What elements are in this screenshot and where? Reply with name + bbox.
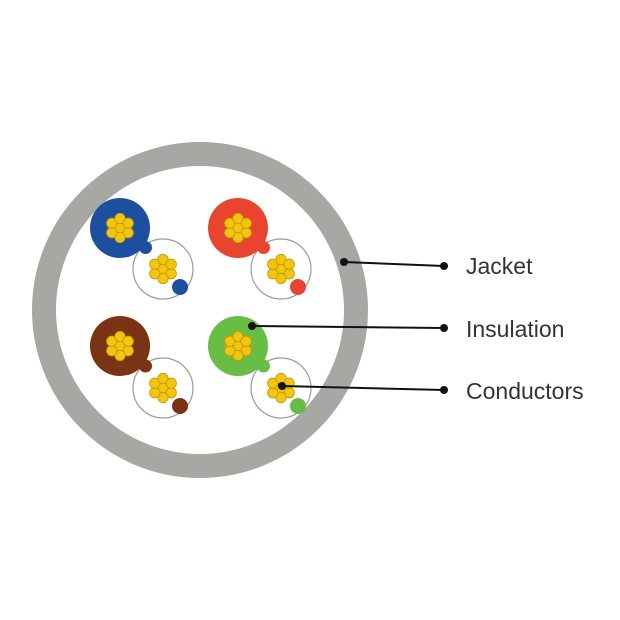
green-pair-colored-conductor-strand	[232, 349, 244, 362]
conductors-leader-dot-end	[440, 386, 448, 394]
brown-pair-colored-conductor-strand	[106, 335, 118, 347]
green-pair-white-conductor-strand	[267, 387, 279, 399]
orange-pair-white-conductor-strand	[267, 258, 279, 270]
orange-pair-stripe-dot	[290, 279, 306, 295]
brown-pair-white-conductor-strand	[157, 372, 169, 385]
blue-pair-white-conductor-strand	[149, 268, 161, 280]
jacket-leader-line	[343, 261, 445, 267]
callout-insulation: Insulation	[248, 316, 564, 342]
orange-pair	[208, 198, 312, 300]
callout-conductors: Conductors	[278, 378, 584, 404]
blue-pair-white-conductor-strand	[157, 272, 169, 285]
orange-pair-white-conductor-strand	[275, 253, 287, 266]
brown-pair-white-conductor-strand	[149, 387, 161, 399]
orange-pair-colored-conductor-strand	[224, 227, 236, 239]
insulation-label: Insulation	[466, 316, 564, 342]
green-pair-white-conductor-strand	[275, 391, 287, 404]
jacket-leader-dot-end	[440, 262, 448, 270]
green-pair-white-conductor-strand	[267, 377, 279, 389]
blue-pair-white-conductor-strand	[165, 258, 177, 270]
conductors-label: Conductors	[466, 378, 584, 404]
green-pair-colored-conductor-strand	[232, 330, 244, 343]
brown-pair-colored-conductor-strand	[106, 345, 118, 357]
blue-pair-colored-conductor-strand	[114, 212, 126, 225]
green-pair-colored-conductor-strand	[224, 345, 236, 357]
jacket-label: Jacket	[466, 253, 533, 279]
brown-pair-stripe-dot	[172, 398, 188, 414]
jacket-leader-dot-start	[340, 258, 348, 266]
brown-pair-white-conductor-strand	[149, 377, 161, 389]
insulation-leader-dot-end	[440, 324, 448, 332]
brown-pair-white-conductor-strand	[157, 391, 169, 404]
blue-pair-colored-conductor-strand	[114, 231, 126, 244]
orange-pair-colored-conductor-strand	[224, 217, 236, 229]
blue-pair-colored-conductor-strand	[106, 227, 118, 239]
twisted-pairs	[90, 198, 312, 419]
green-pair-colored-conductor-strand	[240, 335, 252, 347]
green-pair	[208, 316, 312, 419]
orange-pair-colored-conductor-strand	[232, 212, 244, 225]
blue-pair-colored-conductor-strand	[106, 217, 118, 229]
brown-pair-white-conductor-strand	[165, 377, 177, 389]
brown-pair-colored-conductor-strand	[114, 330, 126, 343]
brown-pair	[90, 316, 194, 419]
callout-jacket: Jacket	[340, 253, 533, 279]
orange-pair-white-conductor-strand	[267, 268, 279, 280]
conductors-leader-line	[281, 385, 445, 391]
conductors-leader-dot-start	[278, 382, 286, 390]
insulation-leader-line	[251, 325, 445, 329]
blue-pair	[90, 198, 194, 300]
orange-pair-white-conductor-strand	[275, 272, 287, 285]
green-pair-colored-conductor-strand	[224, 335, 236, 347]
orange-pair-colored-conductor-strand	[232, 231, 244, 244]
blue-pair-colored-conductor-strand	[122, 217, 134, 229]
brown-pair-colored-conductor-strand	[114, 349, 126, 362]
orange-pair-colored-conductor-strand	[240, 217, 252, 229]
green-pair-stripe-dot	[290, 398, 306, 414]
brown-pair-colored-conductor-strand	[122, 335, 134, 347]
blue-pair-white-conductor-strand	[157, 253, 169, 266]
blue-pair-white-conductor-strand	[149, 258, 161, 270]
blue-pair-stripe-dot	[172, 279, 188, 295]
insulation-leader-dot-start	[248, 322, 256, 330]
jacket-ring	[32, 142, 368, 478]
orange-pair-white-conductor-strand	[283, 258, 295, 270]
